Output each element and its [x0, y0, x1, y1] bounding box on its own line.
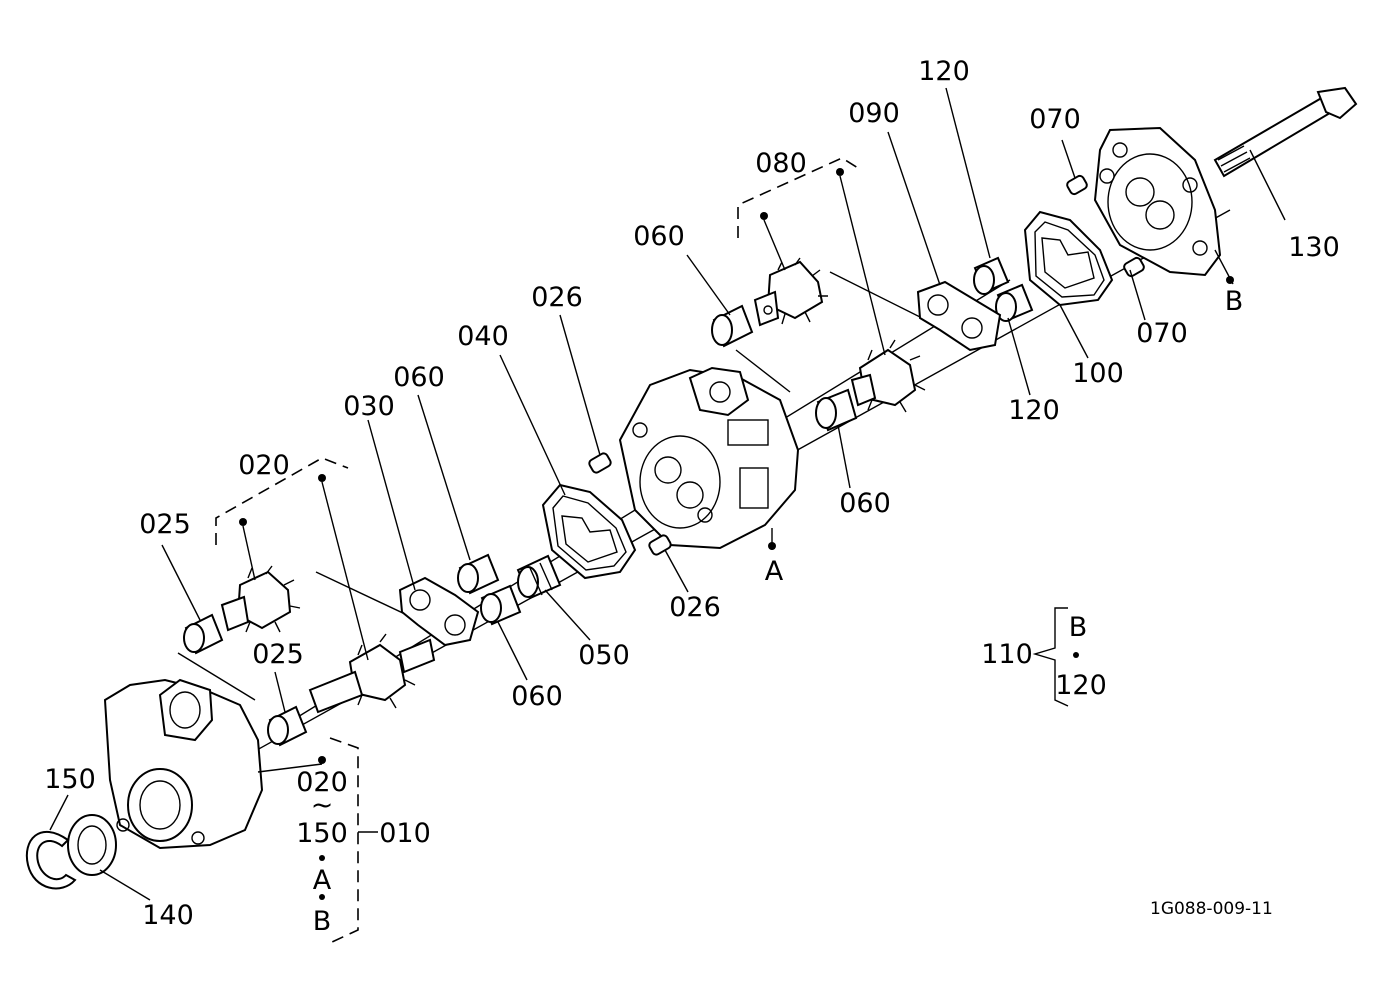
- label-100: 100: [1072, 358, 1124, 389]
- label-026: 026: [669, 592, 721, 623]
- snap-ring-part: [25, 830, 77, 890]
- center-body-part: [618, 366, 800, 550]
- leader-lines: [49, 87, 1286, 901]
- label-b: B: [1225, 286, 1244, 317]
- needle-bearing-part: [516, 554, 562, 600]
- label-020: 020: [238, 450, 290, 481]
- label-060: 060: [839, 488, 891, 519]
- label-050: 050: [578, 640, 630, 671]
- label-025: 025: [139, 509, 191, 540]
- marker-dots: [239, 168, 1234, 900]
- side-plate-part: [916, 280, 1002, 352]
- label-range-tilde: ~: [311, 790, 334, 821]
- label-090: 090: [848, 98, 900, 129]
- label-060: 060: [393, 362, 445, 393]
- gasket-part: [541, 483, 637, 580]
- label-a: A: [765, 556, 784, 587]
- gasket-part: [1023, 210, 1114, 307]
- label-025: 025: [252, 639, 304, 670]
- label-150: 150: [296, 818, 348, 849]
- label-120: 120: [918, 56, 970, 87]
- label-080: 080: [755, 148, 807, 179]
- gear-set-upper: [753, 257, 926, 413]
- label-030: 030: [343, 391, 395, 422]
- bushing-part: [183, 613, 308, 747]
- label-020: 020: [296, 767, 348, 798]
- label-026: 026: [531, 282, 583, 313]
- label-060: 060: [511, 681, 563, 712]
- group-brackets: [215, 157, 1069, 943]
- front-housing-part: [103, 678, 264, 850]
- label-b: B: [1069, 612, 1088, 643]
- label-130: 130: [1288, 232, 1340, 263]
- label-110: 110: [981, 639, 1033, 670]
- oil-seal-part: [67, 814, 117, 876]
- label-060: 060: [633, 221, 685, 252]
- dowel-pin-part: [588, 452, 672, 556]
- dowel-pin-part: [1066, 174, 1145, 278]
- bushing-part: [711, 304, 858, 432]
- gear-set-lower: [220, 565, 436, 714]
- label-120: 120: [1055, 670, 1107, 701]
- bushing-part: [973, 256, 1034, 322]
- part-labels: 120 070 090 080 060 130 026 B 040 060 07…: [44, 56, 1340, 937]
- label-150: 150: [44, 764, 96, 795]
- bolt-part: [1213, 86, 1358, 178]
- bushing-part: [457, 553, 522, 626]
- label-140: 140: [142, 900, 194, 931]
- label-b: B: [313, 906, 332, 937]
- label-120: 120: [1008, 395, 1060, 426]
- label-010: 010: [379, 818, 431, 849]
- rear-cover-part: [1093, 126, 1222, 277]
- label-070: 070: [1029, 104, 1081, 135]
- side-plate-part: [398, 576, 480, 647]
- label-a: A: [313, 865, 332, 896]
- label-040: 040: [457, 321, 509, 352]
- label-070: 070: [1136, 318, 1188, 349]
- drawing-code: 1G088-009-11: [1150, 899, 1273, 919]
